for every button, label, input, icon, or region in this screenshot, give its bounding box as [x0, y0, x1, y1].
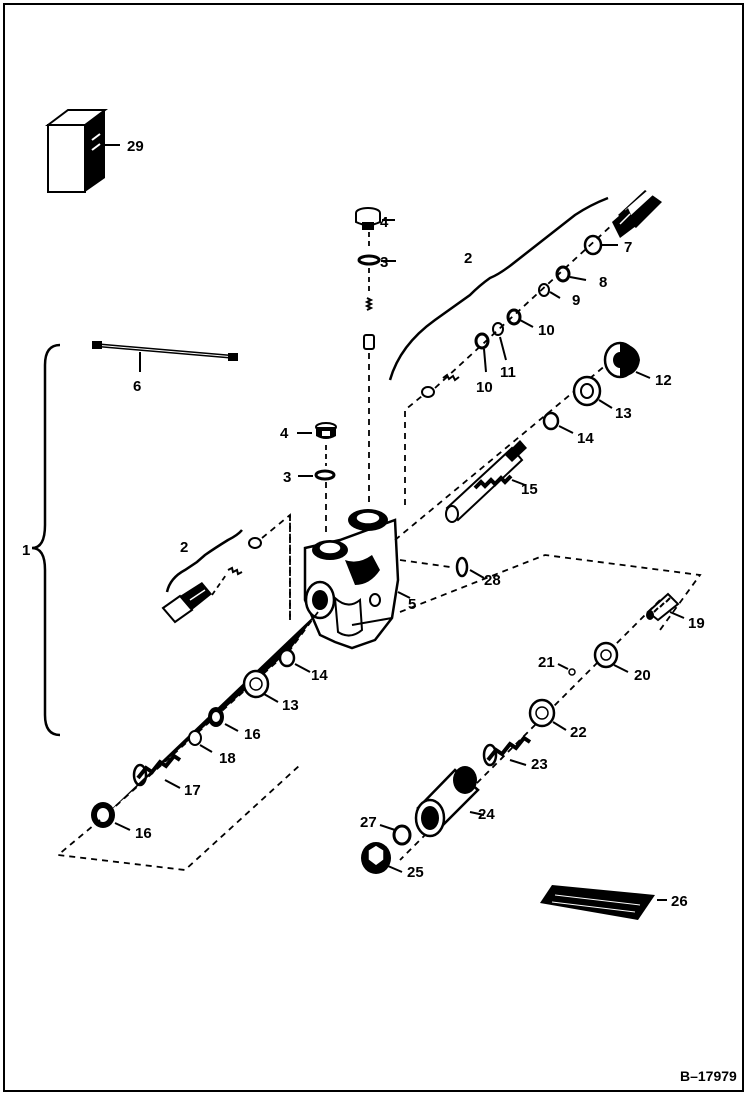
part-27-o-ring — [379, 824, 412, 846]
part-25-cap — [361, 842, 403, 874]
bracket-1 — [31, 343, 61, 737]
callout-20: 20 — [634, 667, 651, 684]
callout-13-upper: 13 — [615, 405, 632, 422]
part-8-spacer — [555, 265, 587, 283]
part-14-o-ring-upper — [542, 411, 574, 434]
part-4-plug-lower — [297, 422, 337, 439]
part-24-detent-housing — [414, 766, 485, 838]
callout-3-upper: 3 — [380, 254, 388, 271]
callout-10-upper: 10 — [538, 322, 555, 339]
load-check-poppet-upper — [363, 297, 375, 350]
callout-14-lower: 14 — [311, 667, 328, 684]
callout-2-upper: 2 — [464, 250, 472, 267]
callout-29: 29 — [127, 138, 144, 155]
part-2-relief-valve-lower — [161, 537, 262, 624]
group-outline-left — [55, 515, 301, 871]
callout-2-lower: 2 — [180, 539, 188, 556]
part-22-spacer — [528, 698, 567, 731]
part-12-wiper-seal — [603, 341, 651, 379]
callout-18: 18 — [219, 750, 236, 767]
callout-19: 19 — [688, 615, 705, 632]
part-21-ball — [557, 663, 576, 676]
callout-6: 6 — [133, 378, 141, 395]
relief-poppet-upper — [421, 373, 460, 398]
callout-13-lower: 13 — [282, 697, 299, 714]
part-10-o-ring-lower — [474, 332, 490, 373]
part-6-tie-rod — [92, 341, 238, 372]
callout-12: 12 — [655, 372, 672, 389]
callout-4-lower: 4 — [280, 425, 289, 442]
part-18-bolt — [188, 730, 213, 753]
callout-16-upper: 16 — [244, 726, 261, 743]
part-23-detent-spring — [482, 735, 532, 767]
group-outline-right — [399, 554, 702, 631]
part-4-plug-upper — [355, 207, 395, 230]
part-16-spring-seat-upper — [208, 707, 239, 732]
part-13-retainer-upper — [572, 375, 613, 409]
callout-7: 7 — [624, 239, 632, 256]
callout-25: 25 — [407, 864, 424, 881]
part-2-relief-valve-upper — [612, 190, 662, 238]
callout-27: 27 — [360, 814, 377, 831]
figure-reference-number: B–17979 — [680, 1068, 737, 1084]
callout-10-lower: 10 — [476, 379, 493, 396]
callout-28: 28 — [484, 572, 501, 589]
part-14-o-ring-lower — [278, 648, 311, 673]
callout-4-upper: 4 — [380, 214, 389, 231]
callout-11: 11 — [500, 364, 516, 381]
part-13-retainer-lower — [242, 669, 279, 703]
callout-26: 26 — [671, 893, 688, 910]
callout-24: 24 — [478, 806, 495, 823]
part-28-o-ring — [399, 556, 485, 579]
part-26-decal — [540, 885, 667, 920]
callout-23: 23 — [531, 756, 548, 773]
callout-9: 9 — [572, 292, 580, 309]
part-11-backup-ring — [492, 322, 507, 361]
bracket-2-upper — [388, 196, 609, 381]
part-17-centering-spring — [132, 753, 182, 789]
part-20-washer — [593, 641, 629, 673]
part-5-valve-body — [303, 509, 411, 650]
callout-3-lower: 3 — [283, 469, 291, 486]
part-3-o-ring-upper — [357, 254, 396, 266]
part-16-spring-seat-lower — [91, 802, 131, 831]
callout-8: 8 — [599, 274, 607, 291]
page-border — [3, 3, 744, 1092]
bracket-2-lower — [165, 529, 243, 593]
part-19-detent-plunger — [646, 592, 685, 622]
part-7-o-ring — [583, 234, 618, 256]
part-3-o-ring-lower — [298, 469, 336, 481]
callout-17: 17 — [184, 782, 201, 799]
callout-1: 1 — [22, 542, 30, 559]
callout-5: 5 — [408, 596, 416, 613]
part-29-seal-kit-box — [45, 109, 120, 193]
callout-22: 22 — [570, 724, 587, 741]
callout-16-lower: 16 — [135, 825, 152, 842]
part-15-spool — [445, 440, 527, 523]
callout-14-upper: 14 — [577, 430, 594, 447]
callout-15: 15 — [521, 481, 538, 498]
callout-21: 21 — [538, 654, 555, 671]
part-9-washer — [538, 283, 561, 299]
